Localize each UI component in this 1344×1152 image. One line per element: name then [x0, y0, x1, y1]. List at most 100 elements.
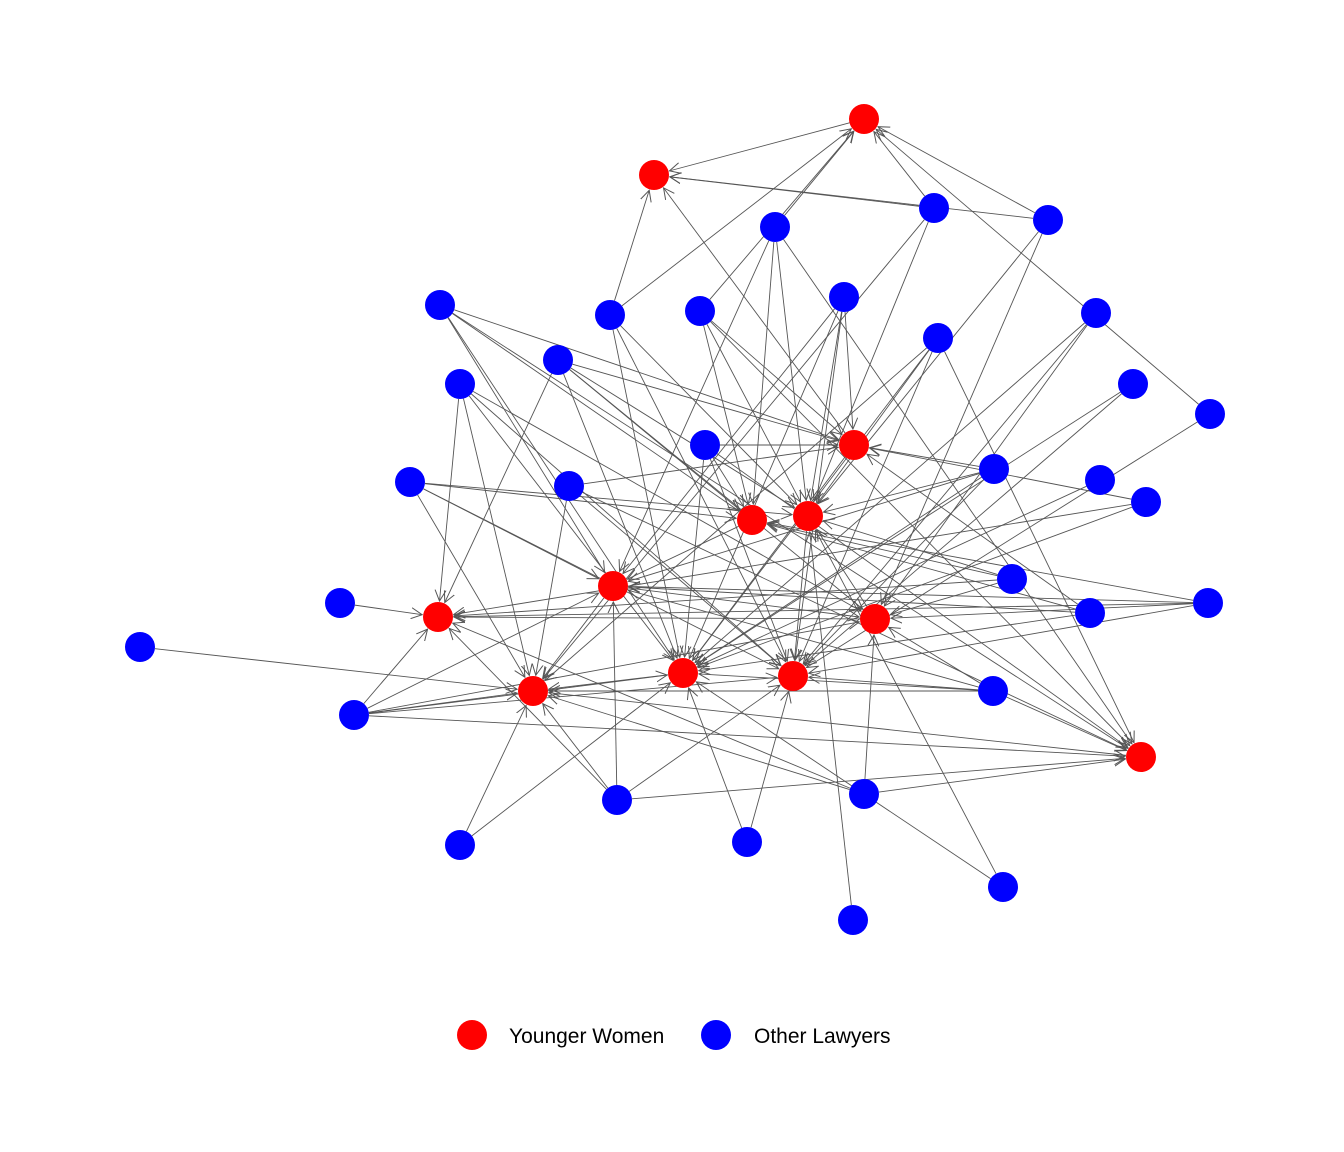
edge-b14-to-r11: [709, 458, 787, 661]
node-other-lawyer-b31: [838, 905, 868, 935]
edge-b25-to-r6: [367, 593, 598, 709]
edge-b20-to-r7: [354, 604, 422, 615]
edge-b8-to-r5: [817, 349, 930, 503]
node-younger-woman-r7: [423, 602, 453, 632]
edge-b28-to-r9: [466, 705, 526, 832]
edge-b8-to-r12: [944, 351, 1134, 742]
edge-b23-to-r8: [891, 603, 1194, 619]
edge-b14-to-r10: [685, 459, 705, 657]
node-other-lawyer-b30: [988, 872, 1018, 902]
node-other-lawyer-b18: [1131, 487, 1161, 517]
edge-b25-to-r8: [368, 622, 860, 713]
node-younger-woman-r2: [639, 160, 669, 190]
edge-b23-to-r11: [809, 605, 1194, 674]
node-other-lawyer-b2: [760, 212, 790, 242]
node-other-lawyer-b16: [395, 467, 425, 497]
edge-b25-to-r10: [368, 675, 667, 714]
edge-b19-to-r7: [454, 579, 998, 616]
node-other-lawyer-b19: [997, 564, 1027, 594]
node-younger-woman-r6: [598, 571, 628, 601]
edge-r1-to-r2: [669, 122, 850, 171]
edge-b19-to-r5: [823, 521, 998, 576]
edge-b26-to-r11: [629, 685, 780, 792]
node-other-lawyer-b28: [445, 830, 475, 860]
edge-b22-to-r10: [699, 614, 1076, 670]
node-other-lawyer-b7: [829, 282, 859, 312]
edge-b14-to-r12: [716, 453, 1128, 748]
node-other-lawyer-b14: [690, 430, 720, 460]
legend: Younger Women Other Lawyers: [457, 1020, 891, 1050]
edge-b32-to-r10: [698, 485, 1087, 666]
edge-b15-to-r5: [824, 472, 980, 512]
edge-r4-to-r6: [627, 526, 739, 579]
edge-r6-to-r8: [627, 587, 859, 617]
edge-b31-to-r5: [810, 532, 852, 906]
node-other-lawyer-b11: [1118, 369, 1148, 399]
edge-b7-to-r5: [811, 311, 843, 500]
edge-b17-to-r12: [582, 492, 1127, 750]
edge-b26-to-r6: [613, 602, 616, 786]
node-younger-woman-r12: [1126, 742, 1156, 772]
edge-b12-to-r3: [572, 363, 838, 440]
node-younger-woman-r8: [860, 604, 890, 634]
edge-b23-to-r6: [629, 586, 1194, 604]
node-other-lawyer-b29: [732, 827, 762, 857]
edge-b15-to-r3: [870, 448, 980, 467]
edge-b24-to-r6: [628, 590, 979, 688]
edge-b24-to-r8: [889, 627, 981, 684]
edge-b30-to-r5: [815, 530, 997, 874]
node-other-lawyer-b27: [849, 779, 879, 809]
edge-b10-to-r8: [472, 390, 861, 611]
node-younger-woman-r3: [839, 430, 869, 460]
edge-b10-to-r7: [440, 398, 460, 601]
edge-b3-to-r1: [874, 132, 926, 197]
edge-b5-to-r1: [621, 129, 851, 307]
legend-label-younger-women: Younger Women: [509, 1025, 664, 1048]
edge-b1-to-r4: [452, 313, 738, 511]
edge-b24-to-r11: [809, 677, 979, 691]
legend-label-other-lawyers: Other Lawyers: [754, 1025, 891, 1048]
edge-b17-to-r9: [536, 500, 567, 675]
node-other-lawyer-b20: [325, 588, 355, 618]
node-other-lawyer-b21: [125, 632, 155, 662]
node-other-lawyer-b4: [1033, 205, 1063, 235]
edge-b2-to-r1: [784, 131, 854, 216]
edge-b1-to-r3: [454, 309, 839, 440]
edge-b10-to-r10: [468, 395, 673, 660]
edge-b12-to-r5: [570, 367, 795, 508]
edge-b25-to-r12: [368, 715, 1125, 756]
node-other-lawyer-b3: [919, 193, 949, 223]
edge-b25-to-r7: [363, 629, 428, 704]
edge-b27-to-r7: [453, 623, 851, 789]
edge-b26-to-r12: [631, 758, 1125, 800]
node-younger-woman-r11: [778, 661, 808, 691]
edge-b9-to-r10: [695, 322, 1085, 663]
node-younger-woman-r9: [518, 676, 548, 706]
edge-b19-to-r8: [890, 582, 998, 614]
nodes-layer: [125, 104, 1225, 935]
node-younger-woman-r1: [849, 104, 879, 134]
edge-b2-to-r12: [783, 239, 1132, 743]
edge-b17-to-r11: [580, 495, 780, 666]
node-younger-woman-r4: [737, 505, 767, 535]
edge-r8-to-r5: [817, 529, 868, 607]
node-other-lawyer-b15: [979, 454, 1009, 484]
edge-b22-to-r3: [867, 454, 1079, 605]
edge-b16-to-r9: [417, 494, 525, 677]
node-other-lawyer-b25: [339, 700, 369, 730]
edge-b12-to-r7: [445, 373, 553, 603]
node-other-lawyer-b6: [685, 296, 715, 326]
node-other-lawyer-b24: [978, 676, 1008, 706]
legend-marker-younger-women: [457, 1020, 487, 1050]
edge-b12-to-r10: [563, 373, 678, 658]
edge-b23-to-r7: [454, 602, 1194, 616]
edge-b24-to-r10: [699, 674, 979, 691]
edge-r12-to-r9: [549, 693, 1127, 756]
node-other-lawyer-b9: [1081, 298, 1111, 328]
edge-b3-to-r9: [543, 219, 925, 679]
edge-b7-to-r11: [795, 311, 843, 660]
edge-b6-to-r12: [710, 321, 1130, 746]
edge-b15-to-r10: [696, 476, 982, 664]
node-other-lawyer-b32: [1085, 465, 1115, 495]
